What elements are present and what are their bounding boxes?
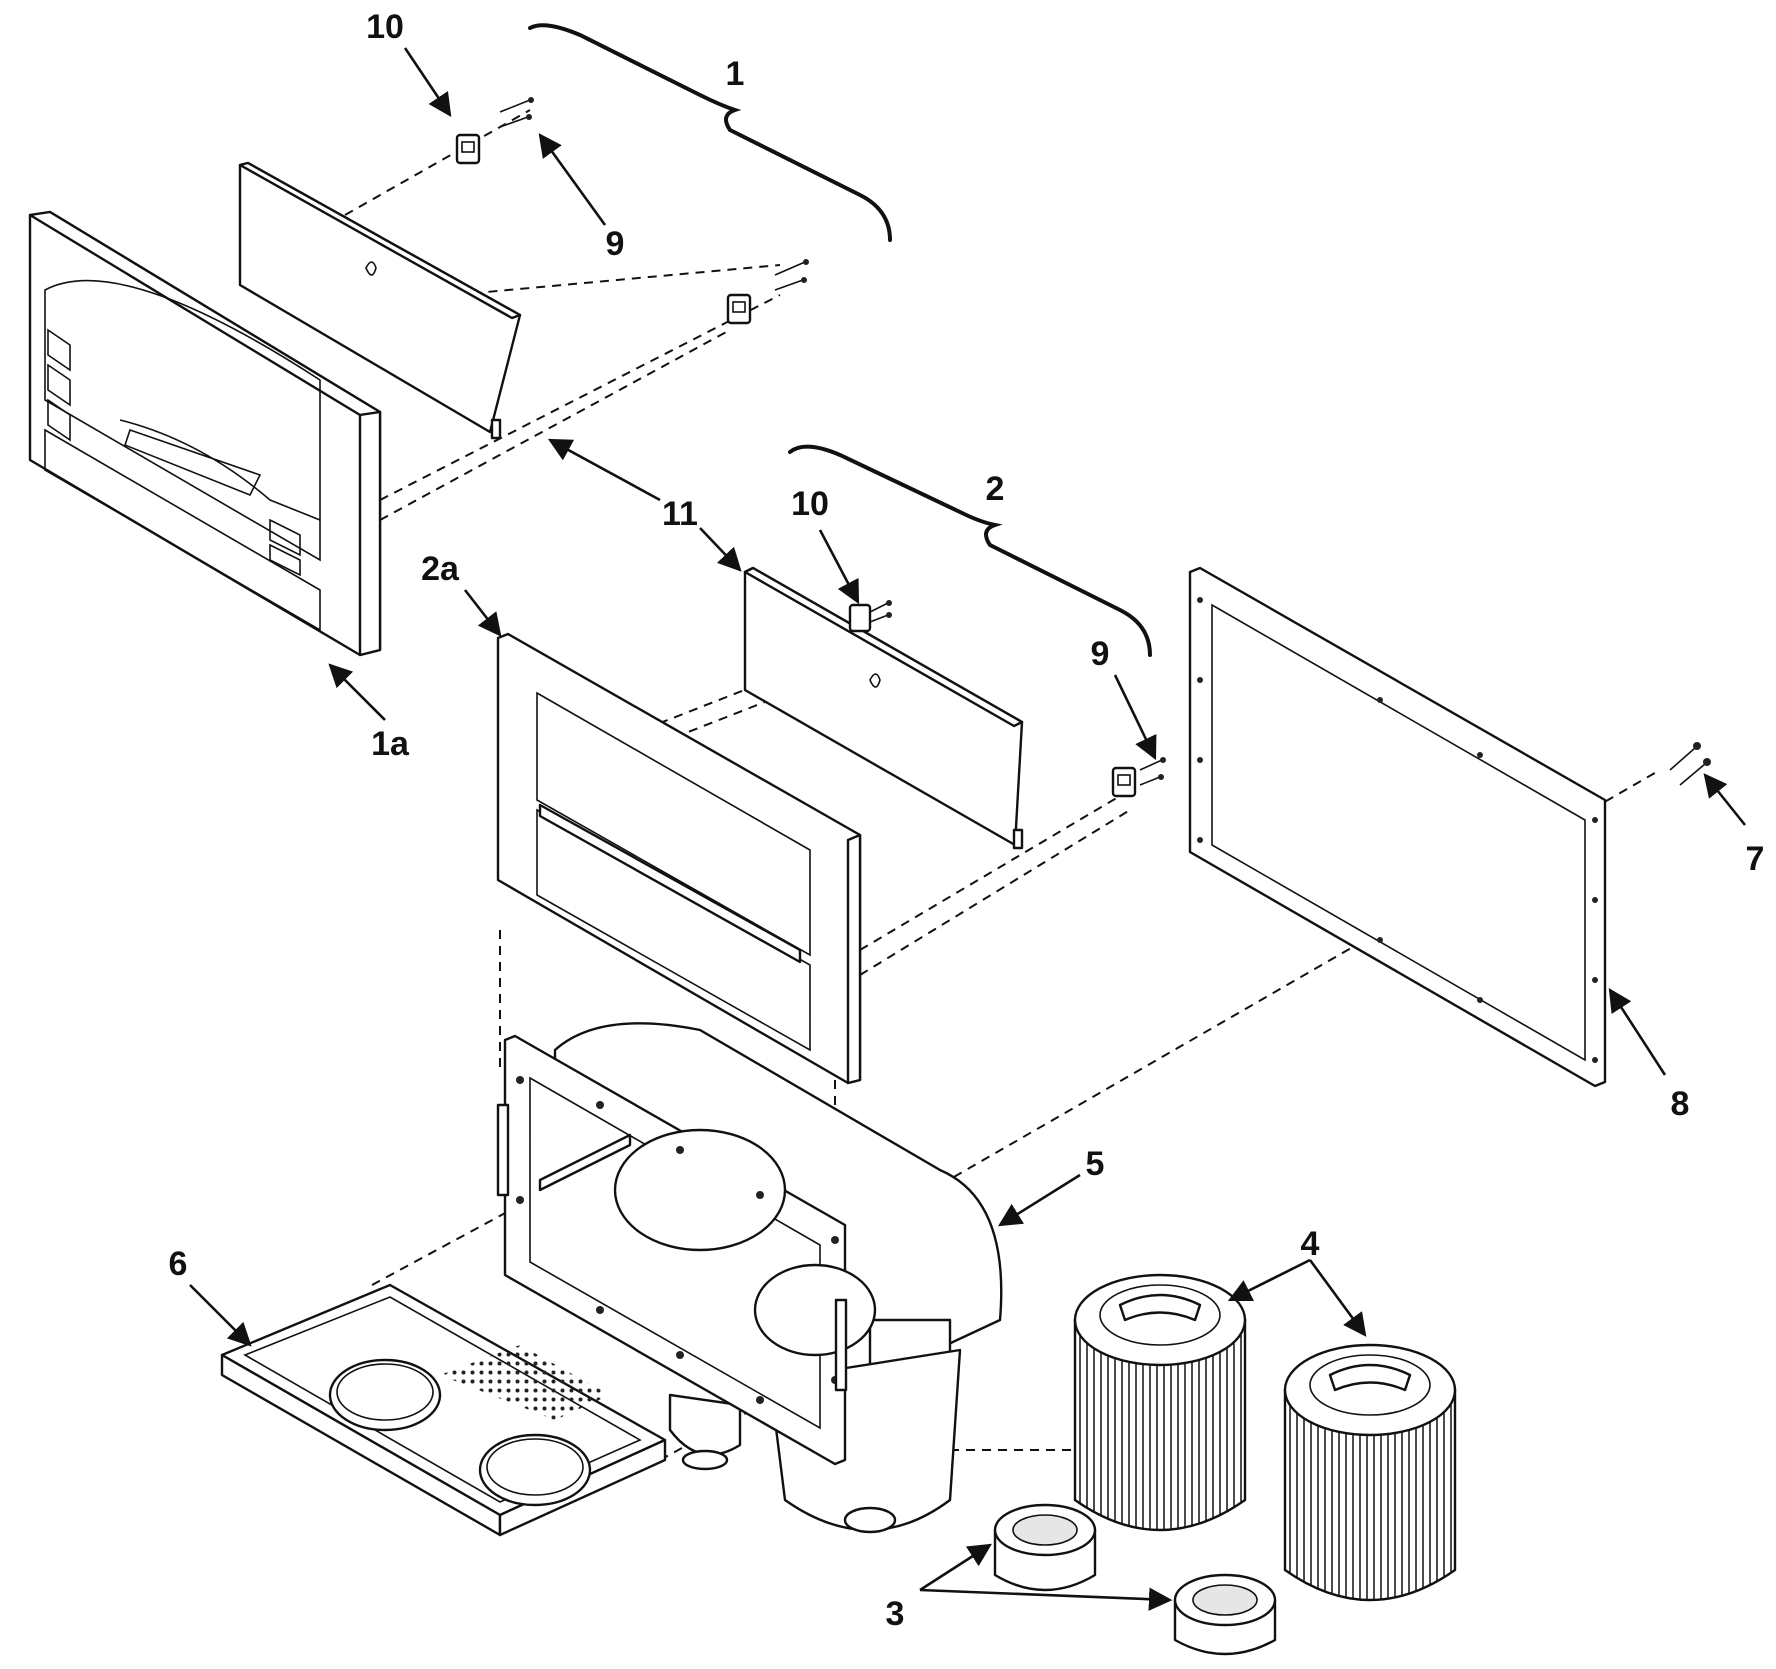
brace-2 <box>788 444 1152 657</box>
bracket-clip-top-left <box>455 133 481 165</box>
filter-cartridge-left <box>1073 1273 1247 1532</box>
screws-top <box>499 97 809 291</box>
brace-1 <box>528 23 892 242</box>
label-9-right: 9 <box>1091 635 1110 673</box>
bracket-clip-middle <box>848 603 872 633</box>
adapter-ring-left <box>993 1503 1097 1592</box>
label-7: 7 <box>1746 840 1765 878</box>
adapter-ring-right <box>1173 1573 1277 1656</box>
trim-frame-2a <box>496 632 862 1085</box>
label-1a: 1a <box>371 725 410 763</box>
screws-7 <box>1669 742 1711 786</box>
screws-middle <box>869 600 1166 786</box>
bracket-clip-right <box>1111 766 1137 798</box>
weir-door-top <box>238 161 522 440</box>
basket-tray-6 <box>220 1283 667 1537</box>
label-11: 11 <box>662 495 698 533</box>
leader-arrows <box>189 47 1747 1611</box>
label-8: 8 <box>1671 1085 1690 1123</box>
weir-door-middle <box>743 566 1024 850</box>
label-1: 1 <box>726 55 745 93</box>
bracket-clip-top-right <box>726 293 752 325</box>
skimmer-body-5 <box>496 1022 1003 1534</box>
label-5: 5 <box>1086 1145 1105 1183</box>
label-4: 4 <box>1301 1225 1320 1263</box>
gasket-frame-8 <box>1188 566 1607 1088</box>
label-10-mid: 10 <box>791 485 829 523</box>
label-2a: 2a <box>421 550 460 588</box>
label-10-top: 10 <box>366 8 404 46</box>
label-9-top: 9 <box>606 225 625 263</box>
label-6: 6 <box>169 1245 188 1283</box>
filter-cartridge-right <box>1283 1343 1457 1602</box>
label-3: 3 <box>886 1595 905 1633</box>
label-2: 2 <box>986 470 1005 508</box>
faceplate-1a <box>28 210 382 657</box>
